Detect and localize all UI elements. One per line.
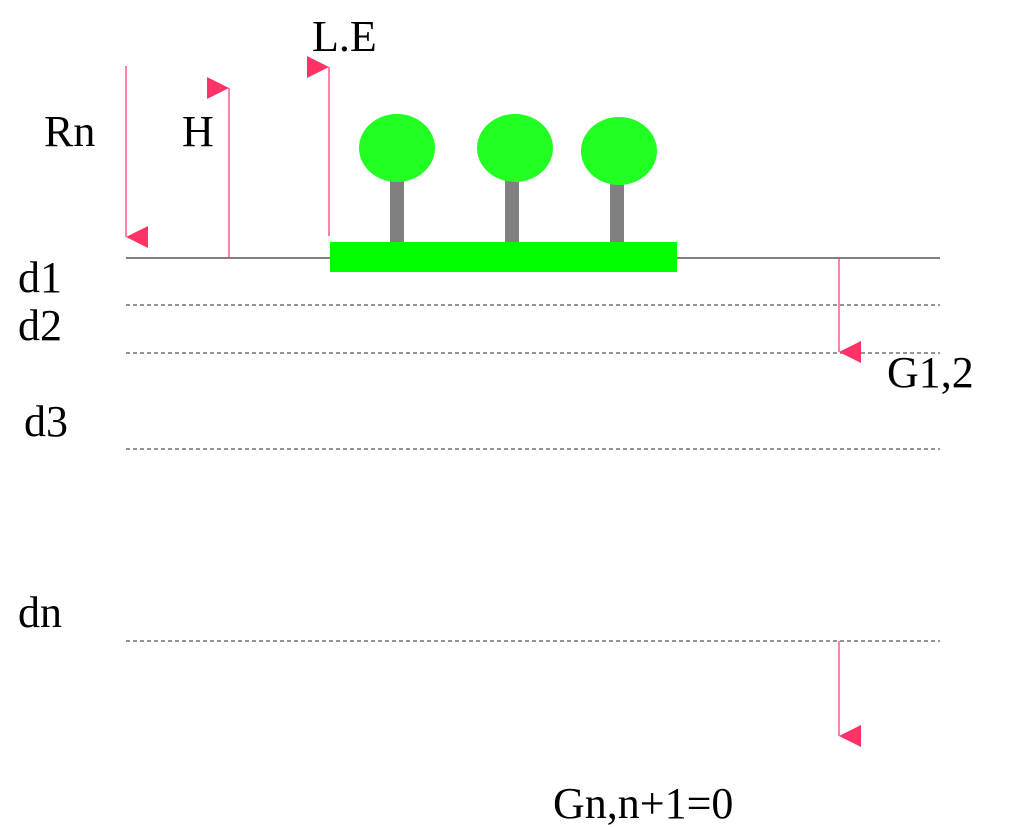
label-rn: Rn xyxy=(44,107,95,156)
vegetation-strip xyxy=(330,242,677,272)
label-d1: d1 xyxy=(18,253,62,302)
label-dn: dn xyxy=(18,588,62,637)
tree-trunk-1 xyxy=(390,178,404,244)
tree-canopy-2 xyxy=(477,114,553,182)
tree-trunk-2 xyxy=(505,178,519,244)
label-gn: Gn,n+1=0 xyxy=(553,779,733,827)
tree-trunk-3 xyxy=(610,180,624,244)
label-d3: d3 xyxy=(24,397,68,446)
vegetation-group xyxy=(330,114,677,272)
tree-canopy-1 xyxy=(359,114,435,182)
label-g12: G1,2 xyxy=(887,348,974,397)
label-le: L.E xyxy=(312,12,377,61)
label-h: H xyxy=(182,107,214,156)
label-d2: d2 xyxy=(18,301,62,350)
tree-canopy-3 xyxy=(581,117,657,185)
